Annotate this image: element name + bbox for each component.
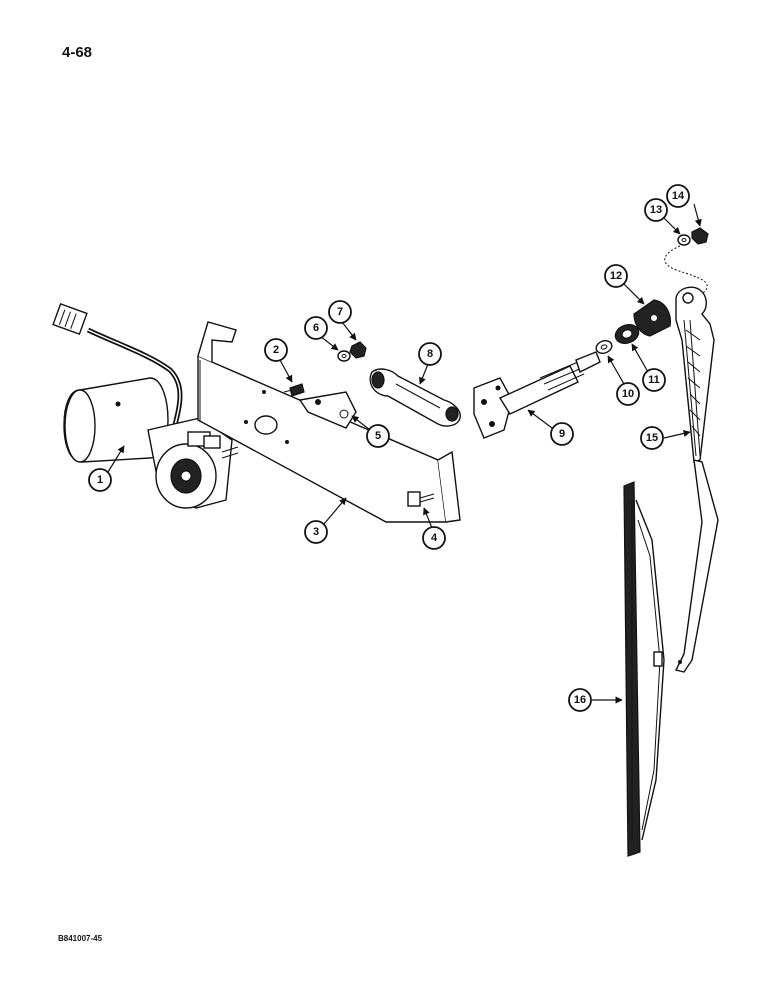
bolt — [407, 491, 435, 507]
callout-5-label: 5 — [375, 430, 381, 442]
leader-7 — [341, 321, 357, 341]
callout-15-label: 15 — [646, 432, 658, 444]
link-arm — [369, 368, 461, 427]
leader-2 — [279, 359, 293, 383]
callout-1: 1 — [88, 468, 112, 492]
leader-4 — [423, 507, 433, 529]
callout-1-label: 1 — [97, 474, 103, 486]
washer — [337, 350, 351, 362]
callout-9: 9 — [550, 422, 574, 446]
callout-6: 6 — [304, 316, 328, 340]
spindle-nut — [614, 323, 640, 345]
callout-11-label: 11 — [648, 374, 660, 386]
screw — [283, 383, 305, 397]
callout-4-label: 4 — [431, 532, 438, 544]
callout-6-label: 6 — [313, 322, 319, 334]
leader-6 — [319, 335, 339, 351]
leader-5 — [351, 415, 371, 431]
callout-8: 8 — [418, 342, 442, 366]
callout-2: 2 — [264, 338, 288, 362]
crank-plate — [298, 391, 357, 429]
callout-2-label: 2 — [273, 344, 279, 356]
wiper-arm — [674, 286, 719, 673]
callout-16-label: 16 — [574, 694, 586, 706]
mounting-bracket — [197, 321, 461, 523]
callout-7: 7 — [328, 300, 352, 324]
callout-14-label: 14 — [672, 190, 685, 202]
callout-15: 15 — [640, 426, 664, 450]
leader-lines — [107, 203, 702, 704]
callout-13-label: 13 — [650, 204, 662, 216]
callout-11: 11 — [642, 368, 666, 392]
callout-12-label: 12 — [610, 270, 622, 282]
leader-1 — [107, 445, 125, 473]
nut — [349, 341, 367, 359]
arm-washer — [677, 234, 691, 246]
callout-3-label: 3 — [313, 526, 319, 538]
leader-9 — [527, 409, 553, 429]
leader-3 — [323, 497, 347, 525]
callout-16: 16 — [568, 688, 592, 712]
callout-10-label: 10 — [622, 388, 634, 400]
spindle-washer — [595, 340, 613, 354]
leader-14 — [693, 203, 702, 227]
spindle-cap — [633, 299, 671, 337]
leader-11 — [631, 343, 649, 373]
page-number: 4-68 — [62, 44, 93, 61]
arm-nut — [691, 227, 709, 245]
callout-14: 14 — [666, 184, 690, 208]
callout-13: 13 — [644, 198, 668, 222]
callout-8-label: 8 — [427, 348, 433, 360]
wiper-blade — [623, 481, 665, 857]
pivot-spindle — [473, 351, 601, 439]
leader-10 — [607, 355, 625, 385]
callout-10: 10 — [616, 382, 640, 406]
callout-12: 12 — [604, 264, 628, 288]
leader-8 — [419, 363, 429, 385]
callout-3: 3 — [304, 520, 328, 544]
callout-9-label: 9 — [559, 428, 565, 440]
wiper-motor — [52, 302, 239, 509]
figure-code: B841007-45 — [58, 934, 103, 943]
motor-connector — [52, 302, 88, 336]
leader-13 — [663, 217, 681, 235]
leader-15 — [663, 429, 691, 439]
callout-4: 4 — [422, 526, 446, 550]
callout-5: 5 — [366, 424, 390, 448]
callout-7-label: 7 — [337, 306, 343, 318]
leader-12 — [623, 283, 645, 305]
